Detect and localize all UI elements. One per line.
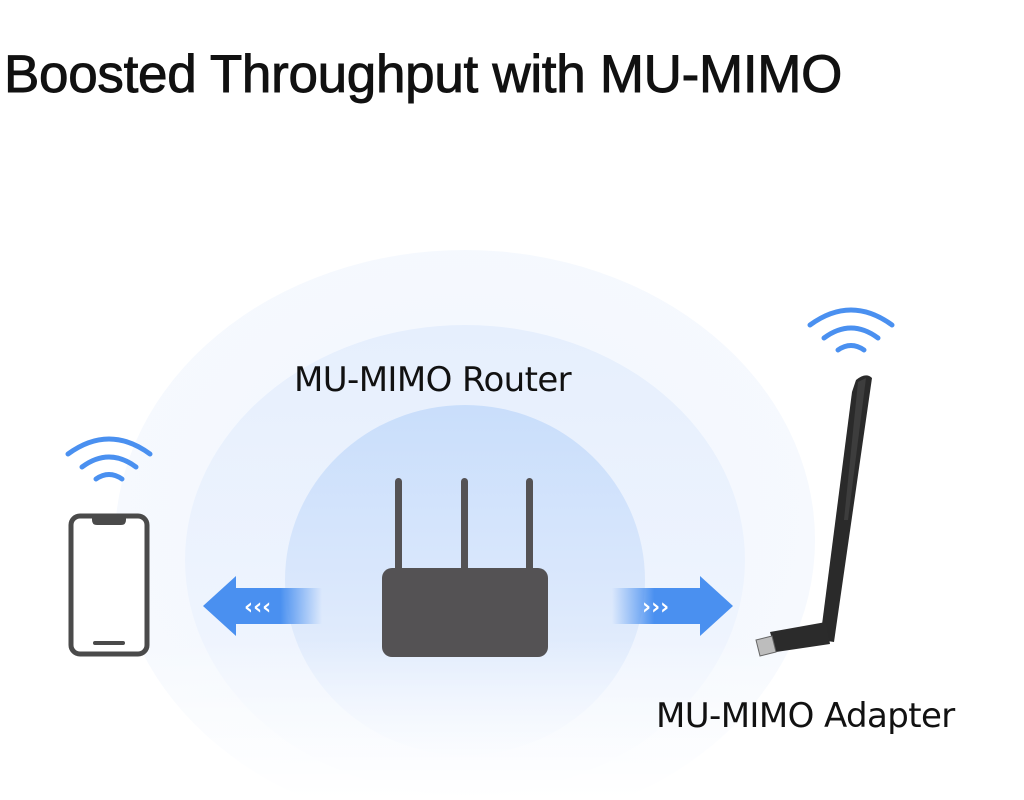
arrow-left-icon: ‹‹‹ bbox=[203, 576, 322, 636]
router-label: MU-MIMO Router bbox=[294, 360, 572, 400]
smartphone-icon bbox=[68, 513, 150, 657]
arrow-right-chevrons: ››› bbox=[642, 595, 669, 620]
arrow-left-chevrons: ‹‹‹ bbox=[244, 595, 271, 620]
arrow-right-icon: ››› bbox=[612, 576, 733, 636]
adapter-label: MU-MIMO Adapter bbox=[656, 696, 955, 736]
router-icon bbox=[382, 478, 548, 657]
usb-adapter-icon bbox=[755, 375, 872, 657]
wifi-icon bbox=[65, 436, 153, 482]
halo-fade bbox=[0, 640, 1024, 800]
page-title: Boosted Throughput with MU-MIMO bbox=[4, 45, 843, 105]
wifi-icon bbox=[807, 307, 895, 353]
